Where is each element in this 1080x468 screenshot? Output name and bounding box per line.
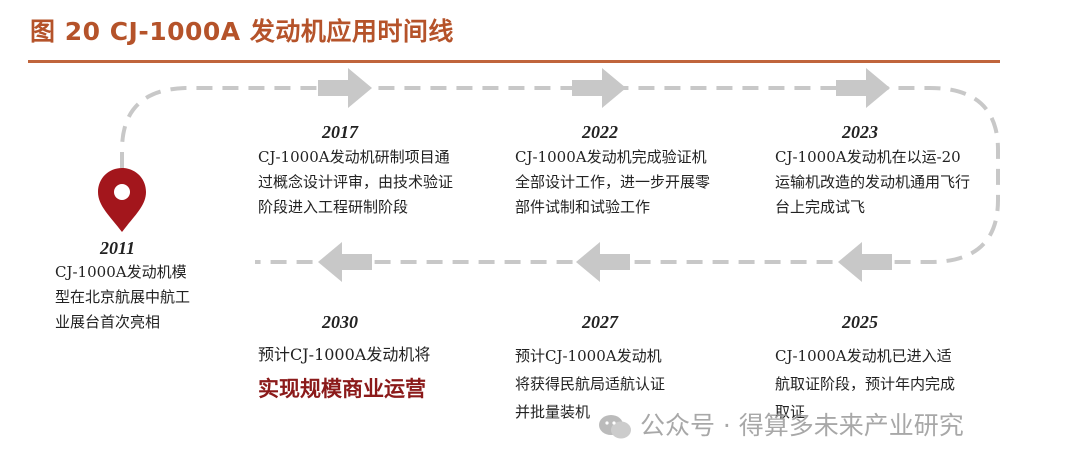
arrow-icon [836,68,890,108]
arrow-icon [318,68,372,108]
watermark-text: 公众号 · 得算多未来产业研究 [639,411,964,440]
watermark: 公众号 · 得算多未来产业研究 [598,406,964,442]
year-2017: 2017 [322,122,358,142]
desc-2027: 预计CJ-1000A发动机将获得民航局适航认证并批量装机 [515,347,666,421]
desc-2030: 预计CJ-1000A发动机将实现规模商业运营 [258,338,438,408]
arrow-icon [838,242,892,282]
desc-2011: CJ-1000A发动机模型在北京航展中航工业展台首次亮相 [55,263,191,331]
year-2023: 2023 [842,122,878,142]
map-pin-icon [98,168,146,232]
desc-2030-prefix: 预计CJ-1000A发动机将 [258,345,431,364]
title-divider [28,60,1000,63]
desc-2025: CJ-1000A发动机已进入适航取证阶段，预计年内完成取证 [775,347,956,421]
year-2011: 2011 [100,238,136,258]
page-title: 图 20 CJ-1000A 发动机应用时间线 [30,17,454,46]
dashed-loop-path [120,86,1000,264]
year-2025: 2025 [842,312,878,332]
arrow-icon [572,68,626,108]
desc-2030-highlight: 实现规模商业运营 [258,376,426,401]
year-2030: 2030 [322,312,358,332]
arrow-icon [576,242,630,282]
arrow-icon [318,242,372,282]
desc-2023: CJ-1000A发动机在以运-20运输机改造的发动机通用飞行台上完成试飞 [775,148,971,216]
year-2022: 2022 [582,122,618,142]
wechat-icon [599,415,631,439]
year-2027: 2027 [582,312,618,332]
desc-2022: CJ-1000A发动机完成验证机全部设计工作，进一步开展零部件试制和试验工作 [515,148,711,216]
desc-2017: CJ-1000A发动机研制项目通过概念设计评审，由技术验证阶段进入工程研制阶段 [258,148,454,216]
